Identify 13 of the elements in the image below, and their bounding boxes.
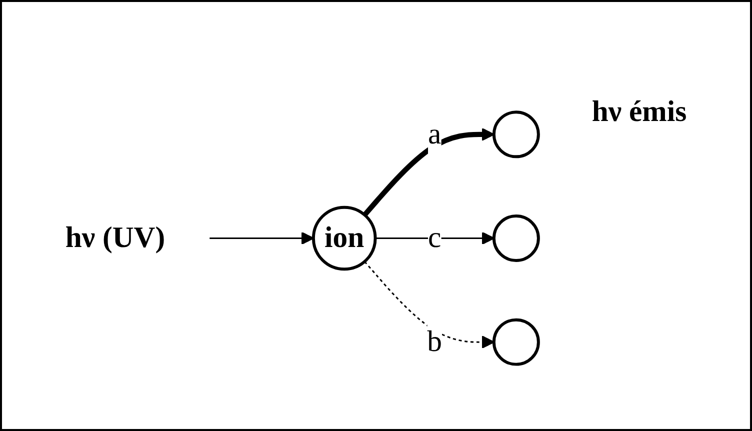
node-circle: ion: [312, 205, 377, 270]
node-circle: [492, 214, 540, 262]
edge-label: b: [427, 325, 442, 358]
arrow: [375, 231, 495, 244]
arrow: [210, 231, 314, 244]
edge-label: a: [428, 118, 442, 150]
arrow: [362, 127, 495, 216]
arrow: [364, 260, 495, 348]
node-text: hν (UV): [65, 221, 166, 254]
edge-label: c: [428, 221, 442, 254]
node-circle: [492, 110, 540, 158]
node-circle: [492, 318, 540, 366]
node-label: hν émis: [592, 95, 687, 128]
